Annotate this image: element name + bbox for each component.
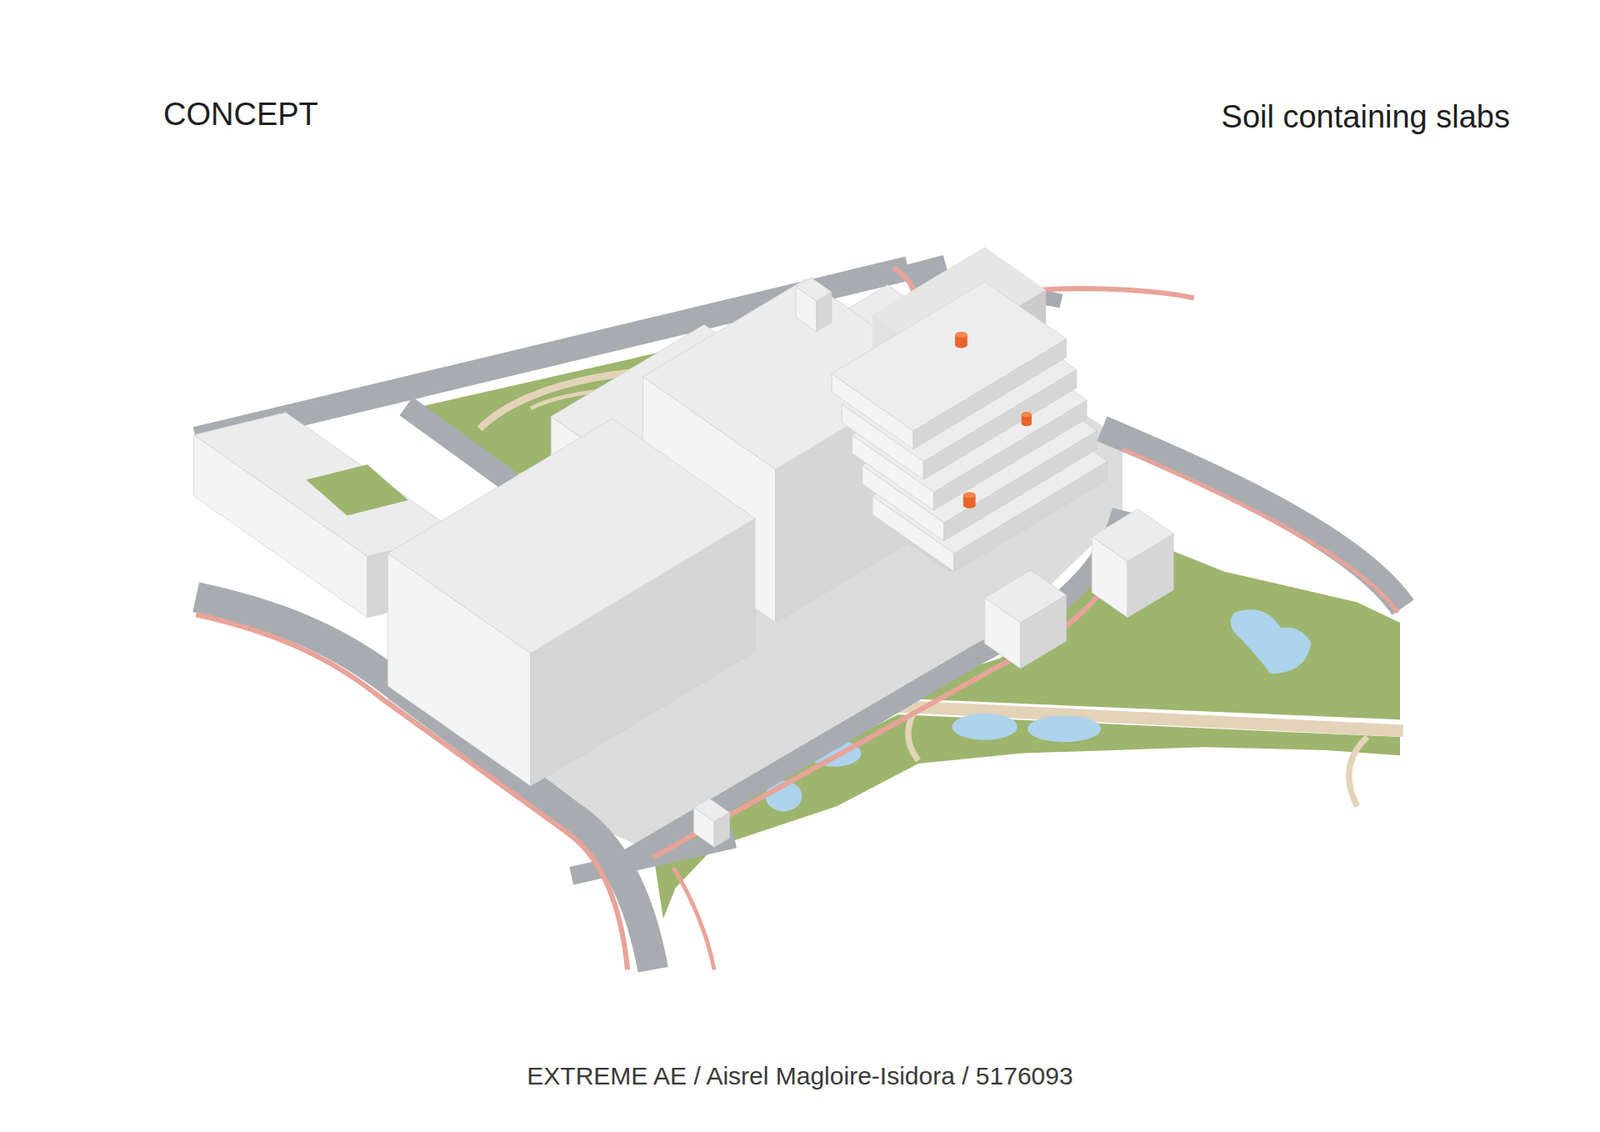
- park-south: [653, 714, 1400, 919]
- building: [1091, 508, 1174, 617]
- soil-cylinder: [955, 331, 968, 349]
- building: [795, 277, 832, 332]
- building: [387, 418, 755, 786]
- park-path: [1349, 736, 1368, 806]
- bike-path: [673, 867, 715, 970]
- credit-caption: EXTREME AE / Aisrel Magloire-Isidora / 5…: [0, 1061, 1600, 1090]
- subtitle-label: Soil containing slabs: [1221, 99, 1510, 135]
- slab: [831, 281, 1067, 450]
- pond: [1027, 715, 1101, 742]
- soil-cylinder: [963, 491, 976, 509]
- building: [694, 798, 730, 848]
- park-south: [918, 530, 1400, 720]
- soil-cylinder: [1021, 411, 1032, 426]
- pond: [1230, 609, 1312, 674]
- building: [985, 570, 1067, 669]
- page-title: CONCEPT: [163, 96, 319, 133]
- pond: [951, 713, 1017, 740]
